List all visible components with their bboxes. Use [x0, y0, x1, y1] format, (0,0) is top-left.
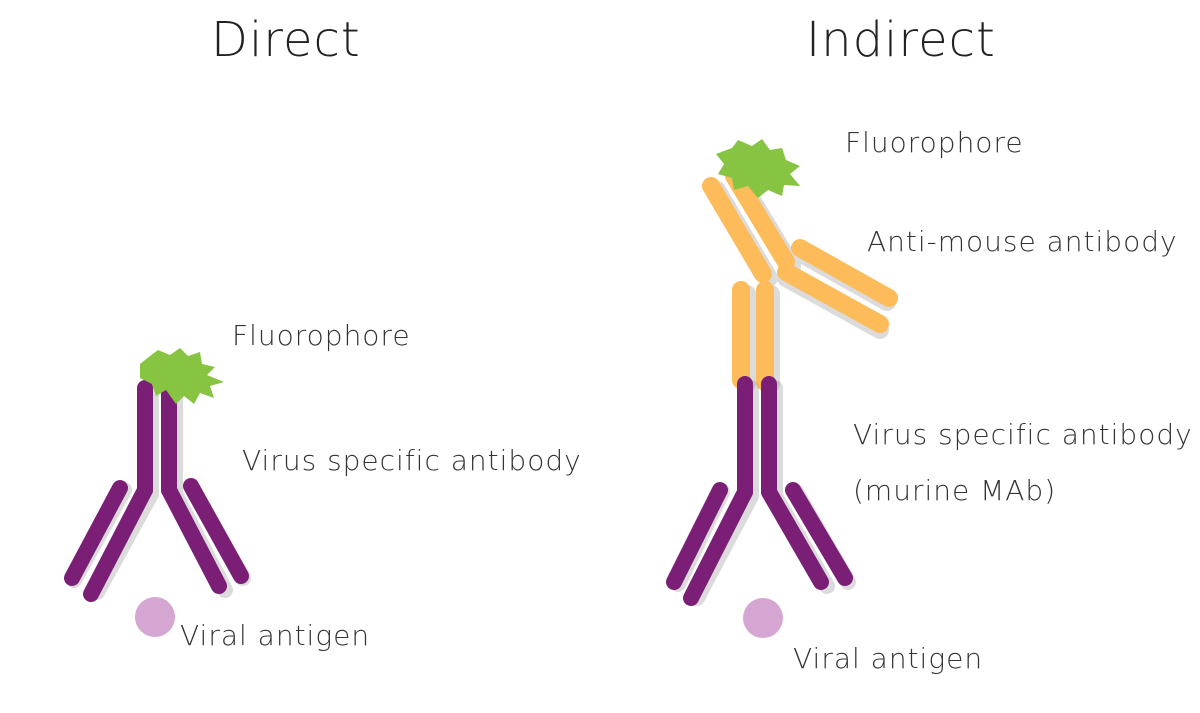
indirect-secondary-label: Anti-mouse antibody: [867, 214, 1178, 270]
indirect-title: Indirect: [806, 12, 996, 68]
indirect-fluorophore-label: Fluorophore: [845, 115, 1024, 171]
direct-title: Direct: [211, 12, 361, 68]
indirect-secondary-antibody: [711, 176, 889, 384]
direct-primary-antibody: [72, 388, 243, 594]
indirect-primary-label-line1: Virus specific antibody: [853, 407, 1193, 463]
direct-viral-antigen: [135, 597, 175, 637]
indirect-fluorophore: [716, 139, 800, 198]
direct-fluorophore-label: Fluorophore: [232, 308, 411, 364]
direct-antigen-label: Viral antigen: [180, 608, 370, 664]
indirect-antigen-label: Viral antigen: [793, 631, 983, 687]
indirect-viral-antigen: [743, 598, 783, 638]
indirect-primary-label-line2: (murine MAb): [853, 463, 1056, 519]
direct-antibody-label: Virus specific antibody: [242, 433, 582, 489]
indirect-primary-antibody: [674, 384, 848, 598]
